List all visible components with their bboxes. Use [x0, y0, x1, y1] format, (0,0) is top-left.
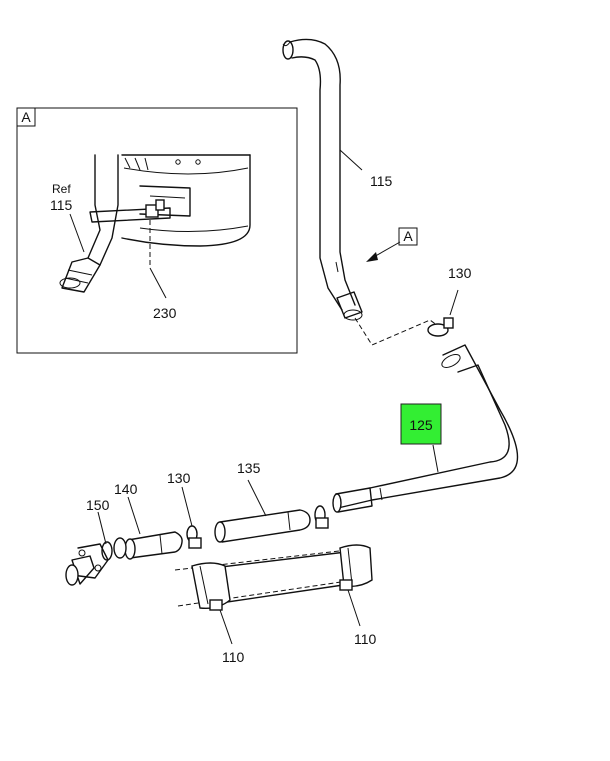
clamp-130-bent [314, 505, 329, 529]
callout-150: 150 [86, 497, 110, 513]
bent-pipe-125: 125 [332, 344, 519, 513]
stack-pipe-115: 115 [282, 38, 393, 321]
callout-125: 125 [409, 417, 433, 433]
detail-bracket [89, 185, 191, 223]
callout-110-right: 110 [354, 631, 377, 647]
straight-pipe-135: 135 [214, 460, 311, 543]
detail-callout-230: 230 [153, 305, 177, 321]
strap-110-left: 110 [191, 562, 245, 665]
view-a-marker: A [366, 227, 418, 262]
detail-ref-prefix: Ref [52, 182, 71, 196]
callout-115: 115 [370, 173, 393, 189]
callout-140: 140 [114, 481, 138, 497]
outlet-elbow-150: 150 [65, 497, 113, 586]
view-marker-letter: A [403, 228, 413, 244]
strap-110-right: 110 [339, 544, 377, 647]
callout-135: 135 [237, 460, 261, 476]
detail-view-letter-box [16, 107, 36, 127]
callout-130-top: 130 [448, 265, 472, 281]
callout-130-mid: 130 [167, 470, 191, 486]
clamp-130-top: 130 [427, 265, 472, 337]
sleeve-140: 140 [113, 481, 183, 560]
detail-view-a: A Ref 115 [16, 107, 298, 354]
callout-125-highlight [400, 403, 442, 445]
detail-view-letter: A [21, 109, 31, 125]
detail-ref-number: 115 [50, 197, 73, 213]
detail-tailpipe [59, 154, 119, 293]
clamp-130-mid: 130 [167, 470, 202, 549]
assembly-path-line [354, 317, 439, 346]
detail-view-frame [16, 107, 298, 354]
detail-cylinder [121, 154, 251, 247]
callout-110-left: 110 [222, 649, 245, 665]
muffler-with-straps-110: 110 110 [174, 544, 377, 665]
